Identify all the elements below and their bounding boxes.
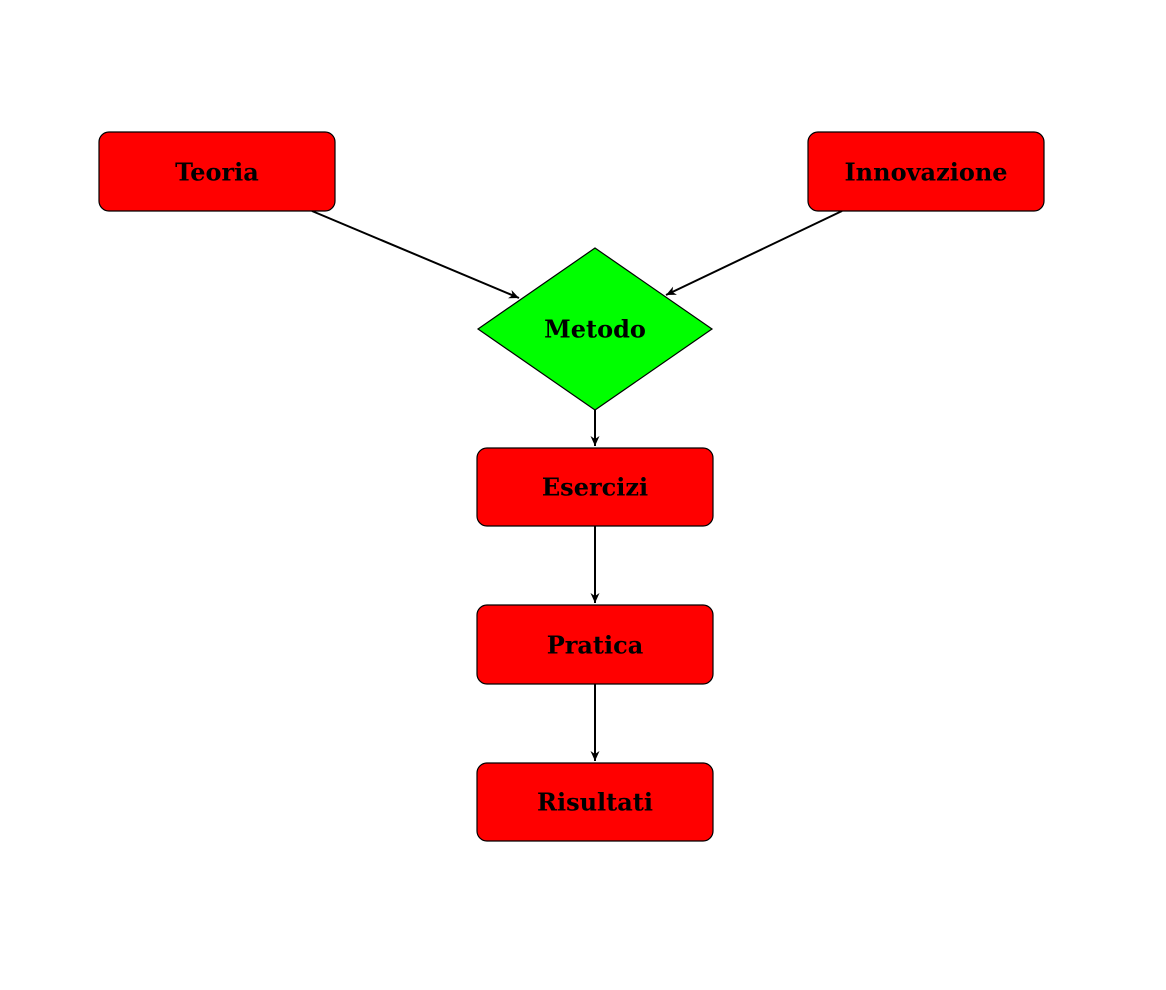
node-metodo-label: Metodo bbox=[544, 315, 646, 344]
node-esercizi-box bbox=[476, 447, 714, 527]
node-risultati-label: Risultati bbox=[537, 788, 653, 817]
edge-innovazione-to-metodo bbox=[665, 210, 843, 296]
node-risultati: Risultati bbox=[476, 762, 714, 842]
node-innovazione: Innovazione bbox=[807, 131, 1045, 212]
node-pratica-label: Pratica bbox=[547, 631, 644, 660]
node-pratica-box bbox=[476, 604, 714, 685]
node-teoria-label: Teoria bbox=[175, 158, 259, 187]
node-metodo-diamond bbox=[476, 247, 714, 411]
node-pratica: Pratica bbox=[476, 604, 714, 685]
node-innovazione-label: Innovazione bbox=[844, 158, 1007, 187]
node-teoria: Teoria bbox=[98, 131, 336, 212]
node-risultati-box bbox=[476, 762, 714, 842]
edges bbox=[311, 210, 843, 761]
node-metodo: Metodo bbox=[476, 247, 714, 411]
node-teoria-box bbox=[98, 131, 336, 212]
node-innovazione-box bbox=[807, 131, 1045, 212]
node-esercizi: Esercizi bbox=[476, 447, 714, 527]
edge-teoria-to-metodo bbox=[311, 210, 520, 299]
node-esercizi-label: Esercizi bbox=[542, 473, 648, 502]
